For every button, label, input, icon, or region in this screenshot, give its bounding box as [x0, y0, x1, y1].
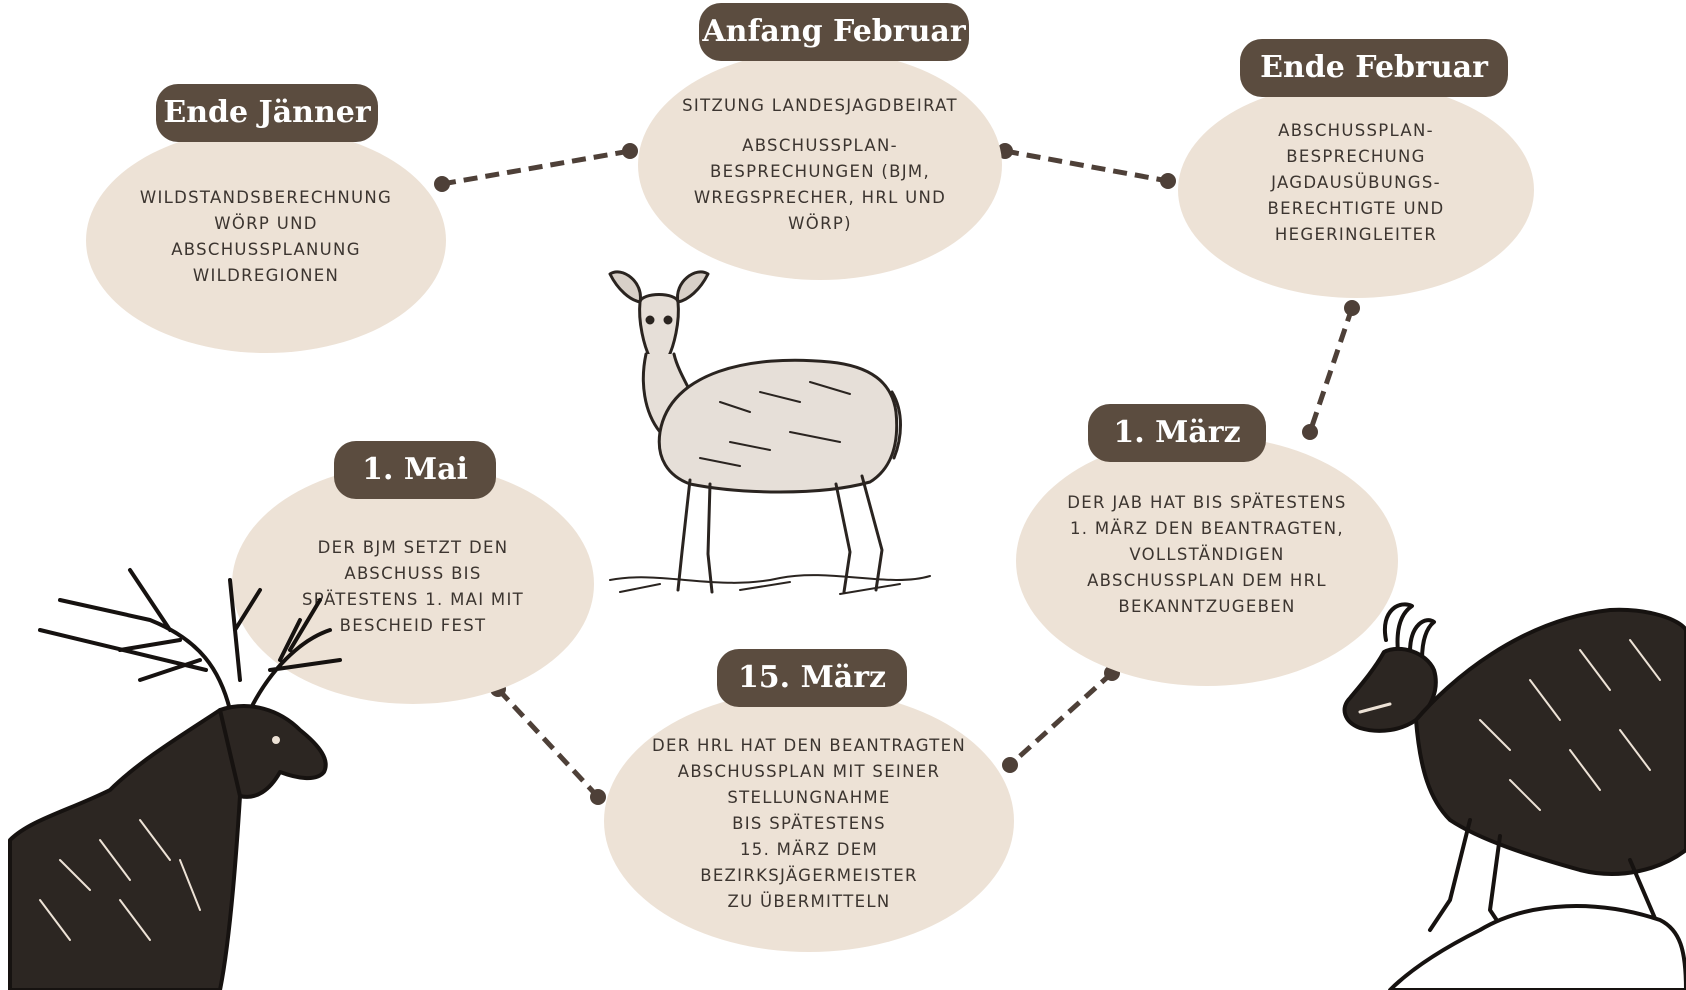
step-date-badge: Ende Februar: [1240, 39, 1508, 97]
step-bubble: [1178, 82, 1534, 298]
connector-5-6: [496, 687, 600, 799]
connector-dot: [1160, 173, 1176, 189]
step-date-badge: 15. März: [717, 649, 907, 707]
connector-dot: [1002, 757, 1018, 773]
step-bubble: [86, 128, 446, 353]
step-bubble: [638, 50, 1002, 280]
step-date-badge: Ende Jänner: [156, 84, 378, 142]
step-bubble: [232, 464, 594, 704]
connector-3-4: [1307, 307, 1355, 433]
connector-2-3: [1004, 148, 1169, 184]
step-description: DER HRL HAT DEN BEANTRAGTEN ABSCHUSSPLAN…: [652, 736, 966, 911]
connector-1-2: [441, 148, 631, 187]
connector-dot: [590, 789, 606, 805]
step-description: SITZUNG LANDESJAGDBEIRAT ABSCHUSSPLAN- B…: [682, 96, 958, 233]
red-stag-illustration: [8, 568, 342, 990]
step-description: DER BJM SETZT DEN ABSCHUSS BIS SPÄTESTEN…: [301, 538, 525, 635]
connector-4-5: [1008, 671, 1114, 767]
deer-doe-illustration: [608, 270, 931, 595]
connector-dot: [622, 143, 638, 159]
connector-dot: [434, 176, 450, 192]
step-description: WILDSTANDSBERECHNUNG WÖRP UND ABSCHUSSPL…: [139, 188, 393, 285]
step-date-badge: 1. März: [1088, 404, 1266, 462]
step-date-badge: Anfang Februar: [699, 3, 969, 61]
chamois-illustration: [1342, 602, 1686, 990]
step-description: DER JAB HAT BIS SPÄTESTENS 1. MÄRZ DEN B…: [1067, 493, 1347, 616]
step-description: ABSCHUSSPLAN- BESPRECHUNG JAGDAUSÜBUNGS-…: [1267, 121, 1445, 244]
connector-dot: [1302, 424, 1318, 440]
step-bubble: [1016, 436, 1398, 686]
step-bubble: [604, 690, 1014, 952]
connector-dot: [1344, 300, 1360, 316]
step-date-badge: 1. Mai: [334, 441, 496, 499]
